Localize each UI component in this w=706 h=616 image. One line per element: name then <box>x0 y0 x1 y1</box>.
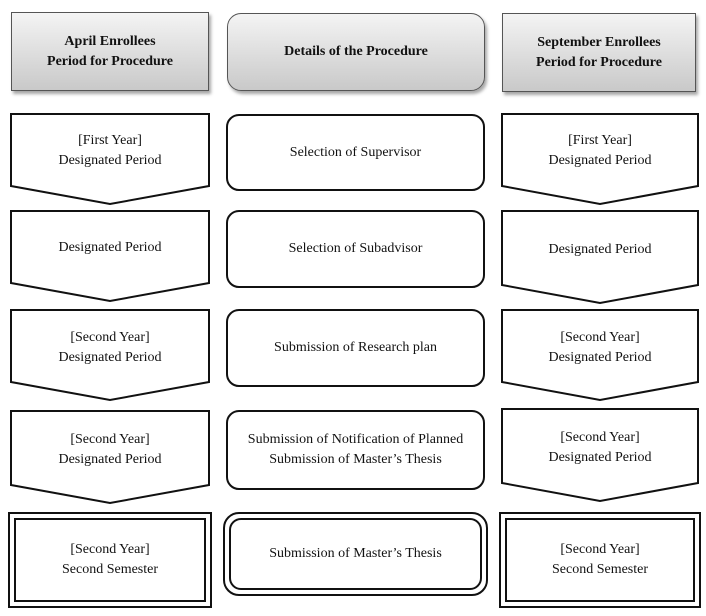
left-arrow-2 <box>10 210 210 303</box>
left-arrow-4 <box>10 410 210 505</box>
left-arrow-4-label: [Second Year] Designated Period <box>58 432 162 467</box>
header-details-label: Details of the Procedure <box>284 44 428 59</box>
procedure-box-3: Submission of Research plan <box>226 309 485 387</box>
header-september-label: September Enrollees Period for Procedure <box>536 34 662 70</box>
final-box-middle: Submission of Master’s Thesis <box>223 512 488 596</box>
left-arrow-1-label: [First Year] Designated Period <box>58 133 162 168</box>
right-arrow-4-label: [Second Year] Designated Period <box>548 430 652 465</box>
right-arrow-1 <box>501 113 699 206</box>
procedure-box-4: Submission of Notification of Planned Su… <box>226 410 485 490</box>
header-april-enrollees: April Enrollees Period for Procedure <box>11 12 209 91</box>
header-details-procedure: Details of the Procedure <box>227 13 485 91</box>
left-arrow-3 <box>10 309 210 402</box>
right-arrow-1-label: [First Year] Designated Period <box>548 133 652 168</box>
header-september-enrollees: September Enrollees Period for Procedure <box>502 13 696 92</box>
procedure-box-1: Selection of Supervisor <box>226 114 485 191</box>
right-arrow-3-label: [Second Year] Designated Period <box>548 330 652 365</box>
right-arrow-2-label: Designated Period <box>548 242 652 257</box>
final-box-left-inner: [Second Year] Second Semester <box>14 518 206 602</box>
right-arrow-4 <box>501 408 699 503</box>
final-box-middle-inner: Submission of Master’s Thesis <box>229 518 482 590</box>
final-box-right: [Second Year] Second Semester <box>499 512 701 608</box>
final-box-right-inner: [Second Year] Second Semester <box>505 518 695 602</box>
left-arrow-1 <box>10 113 210 206</box>
left-arrow-2-label: Designated Period <box>58 240 162 255</box>
right-arrow-2 <box>501 210 699 305</box>
header-april-label: April Enrollees Period for Procedure <box>47 33 173 69</box>
procedure-box-2: Selection of Subadvisor <box>226 210 485 288</box>
final-box-left: [Second Year] Second Semester <box>8 512 212 608</box>
left-arrow-3-label: [Second Year] Designated Period <box>58 330 162 365</box>
right-arrow-3 <box>501 309 699 402</box>
